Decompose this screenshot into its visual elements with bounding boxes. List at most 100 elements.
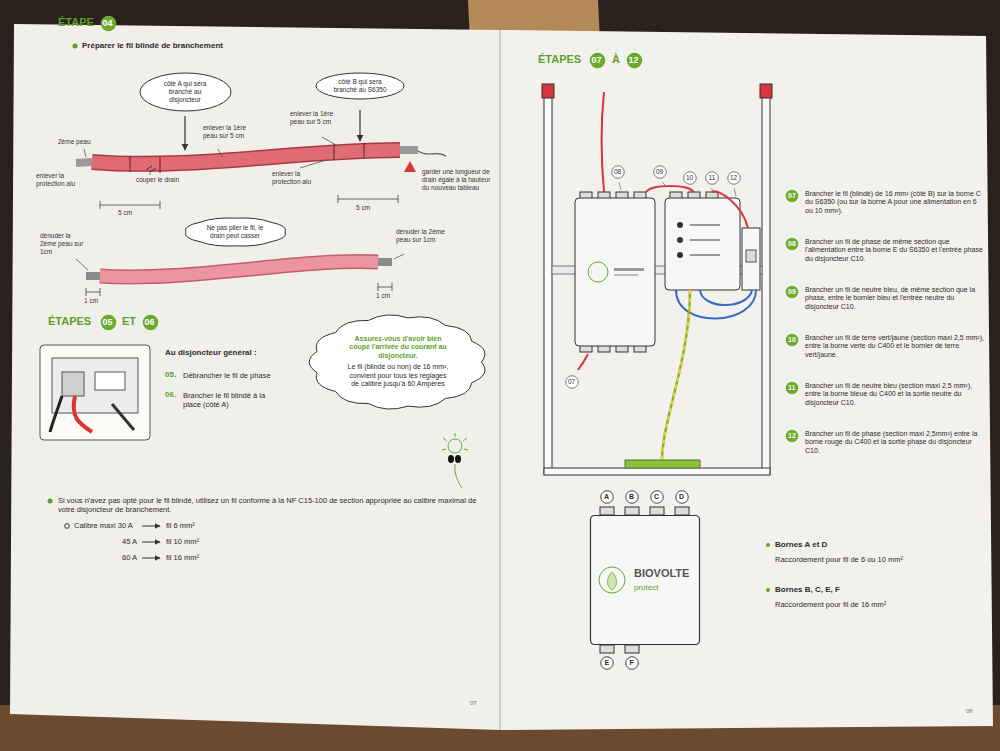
calibre-arrows [142, 526, 160, 527]
shielded-cable [404, 161, 416, 172]
step-number: 10 [785, 333, 799, 347]
node-text: 09 [656, 168, 663, 176]
node-content: 06 [145, 317, 155, 328]
table-cell: fil 10 mm² [166, 537, 199, 546]
device-body: BIOVOLTEprotect [590, 515, 700, 645]
pointer-arrows [184, 116, 185, 150]
step-badge-shape [100, 15, 116, 31]
node-content: D [679, 493, 684, 501]
wiring [619, 182, 621, 190]
step-number: 11 [785, 381, 799, 395]
node-content: 12 [730, 174, 737, 182]
pointer-arrows [359, 110, 360, 141]
step-badge-shape [589, 52, 605, 68]
stripped-cable [100, 262, 378, 277]
step-number-shape [786, 286, 799, 299]
leader-lines [150, 171, 151, 175]
din-frame [760, 84, 772, 98]
leader-lines [394, 254, 404, 259]
shielded-cable [333, 144, 334, 160]
node-content: B [629, 493, 634, 501]
callout-bubble: côté B qui sera branché au S6350 [315, 72, 405, 100]
dimension: 1 cm [84, 297, 98, 305]
mascot-sketch [448, 455, 454, 463]
node-text: 05 [103, 317, 113, 328]
terminal-letter-shape [626, 491, 639, 504]
biovolte-device [590, 515, 700, 645]
annotation: enlever la protection alu [36, 172, 82, 188]
step-heading: À [612, 53, 620, 66]
step-badge-shape [626, 52, 642, 68]
terminal-letter-shape [676, 491, 689, 504]
step-badge-shape [100, 314, 116, 330]
step-instruction: Brancher un fil de neutre bleu (section … [805, 382, 985, 407]
node-content: F [630, 659, 634, 667]
annotation: dénuder la 2ème peau sur 1cm [396, 228, 446, 244]
node-text: 09 [788, 288, 796, 296]
leader-lines [84, 149, 86, 157]
step-number: 09 [785, 285, 799, 299]
breaker-sketch [95, 372, 125, 390]
node-content: 08 [788, 240, 796, 248]
din-frame [762, 92, 770, 474]
warning-cloud: Assurez-vous d'avoir bien coupé l'arrivé… [306, 312, 490, 412]
bullet-dots [65, 524, 70, 529]
step-instruction: Brancher un fil de terre vert/jaune (sec… [805, 334, 985, 359]
node-content: 07 [788, 192, 796, 200]
step-number-shape [786, 334, 799, 347]
node-content: côté B qui sera branché au S6350 [331, 78, 389, 94]
stripped-cable [100, 262, 378, 277]
stripped-cable [378, 258, 392, 266]
breaker-sketch [40, 345, 150, 440]
step-badge-shape [142, 314, 158, 330]
booklet-pages [10, 24, 993, 730]
c400-module [690, 224, 720, 226]
node-text: A [604, 493, 609, 501]
s6350-module [575, 192, 655, 352]
page-number: 07 [470, 700, 477, 707]
callout-number: 08 [611, 165, 625, 179]
biovolte-device [625, 507, 639, 515]
wiring [578, 92, 756, 460]
mascot-sketch [455, 464, 462, 488]
callout-number-shape [706, 172, 719, 185]
biovolte-device [675, 507, 689, 515]
node-content: 07 [592, 55, 602, 66]
node-text: D [679, 493, 684, 501]
dimension-lines [86, 292, 100, 293]
stripped-cable [86, 272, 100, 280]
node-text: 12 [788, 432, 796, 440]
dimension: 5 cm [356, 204, 370, 212]
earth-bar [625, 460, 700, 468]
wiring [734, 188, 736, 196]
earth-bar [625, 460, 700, 468]
mascot-sketch [448, 439, 462, 453]
din-frame [542, 84, 772, 475]
dimension-lines [100, 288, 101, 296]
section-heading: Préparer le fil blindé de branchement [82, 41, 223, 51]
node-text: BIOVOLTE [634, 567, 689, 580]
node-content: 10 [686, 174, 693, 182]
dimension-lines [100, 205, 160, 206]
annotation: garder une longueur de drain égale à la … [422, 168, 494, 191]
spec-text: Raccordement pour fil de 6 ou 10 mm² [775, 555, 903, 564]
booklet-pages [499, 30, 501, 730]
wiring [662, 290, 690, 460]
shielded-cable [363, 143, 364, 158]
dimension-lines [86, 195, 398, 296]
node-text: 04 [103, 18, 113, 29]
dimension-lines [160, 201, 161, 209]
node-content: 11 [788, 384, 795, 392]
biovolte-device [608, 572, 617, 590]
node-content: A [604, 493, 609, 501]
breaker-sketch [62, 372, 84, 396]
step-badge: 12 [626, 52, 643, 69]
shielded-cable [92, 150, 400, 164]
annotation: enlever la 1ère peau sur 5 cm [290, 110, 342, 126]
annotation: dénuder la 2ème peau sur 1cm [40, 232, 86, 255]
terminal-letter: B [625, 490, 639, 504]
node-text: côté B qui sera branché au S6350 [331, 78, 389, 94]
callout-number-shape [612, 166, 625, 179]
node-content: 10 [788, 336, 796, 344]
